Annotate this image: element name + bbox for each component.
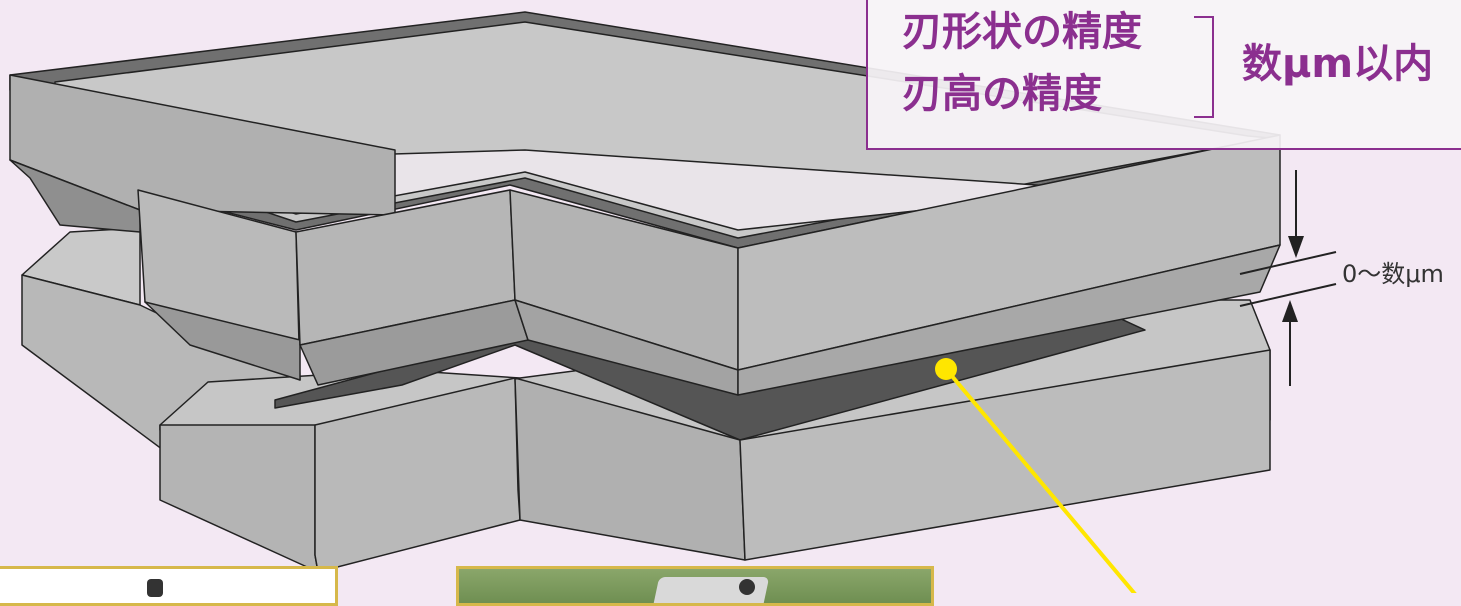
spec-tolerance-value: 数μm以内: [1242, 41, 1434, 87]
gap-line-upper: [1239, 251, 1337, 275]
photo-center-hole: [739, 579, 755, 595]
pointer-dot: [935, 358, 957, 380]
upper-blade-back-left-bevel: [9, 159, 141, 233]
gap-label: 0〜数μm: [1342, 260, 1444, 288]
gap-line-lower: [1239, 283, 1337, 307]
upper-blade-right-bevel: [737, 244, 1281, 396]
photo-inset-left: [0, 566, 338, 606]
photo-left-part: [147, 579, 163, 597]
gap-dimension: [1239, 170, 1337, 386]
gap-arrow-down-head: [1288, 236, 1304, 258]
pointer-line: [944, 367, 1137, 593]
lower-die-front-left: [159, 424, 319, 573]
die-diagram: [9, 11, 1337, 593]
upper-blade: [9, 11, 1281, 396]
spec-blade-shape-accuracy: 刃形状の精度: [902, 9, 1142, 55]
spec-bracket: [1194, 16, 1214, 118]
spec-panel: 刃形状の精度 刃高の精度 数μm以内: [866, 0, 1461, 150]
gap-arrow-up-head: [1282, 300, 1298, 322]
lower-die-right: [739, 349, 1271, 561]
upper-blade-front-left-bevel: [144, 301, 301, 381]
spec-blade-height-accuracy: 刃高の精度: [902, 71, 1102, 117]
pointer: [935, 358, 1137, 593]
upper-blade-back-left: [9, 74, 396, 216]
photo-inset-center: [456, 566, 934, 606]
